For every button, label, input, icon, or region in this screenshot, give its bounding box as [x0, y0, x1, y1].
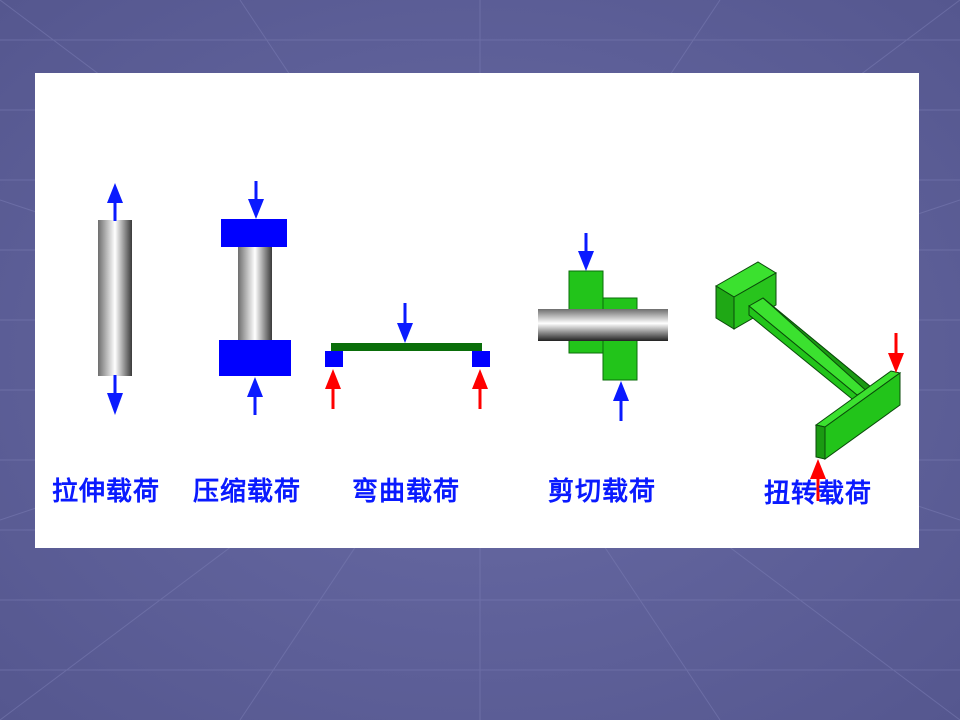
shear-arrow-up-icon: [613, 381, 629, 421]
shear-arrow-down-icon: [578, 233, 594, 271]
shear-label: 剪切载荷: [548, 477, 657, 507]
compression-arrow-down-icon: [248, 181, 264, 219]
bending-arrow-down-icon: [397, 303, 413, 343]
bending-right-support: [472, 351, 490, 367]
load-types-diagram: [98, 181, 904, 501]
compression-bottom-block: [219, 340, 291, 376]
diagram-panel: 拉伸载荷 压缩载荷 弯曲载荷 剪切载荷 扭转载荷: [35, 73, 919, 548]
bending-beam: [331, 343, 482, 351]
torsion-diagram: [715, 261, 904, 501]
tension-diagram: [98, 183, 132, 415]
torsion-shaft-front: [748, 304, 858, 405]
compression-arrow-up-icon: [247, 377, 263, 415]
compression-top-block: [221, 219, 287, 247]
bending-label: 弯曲载荷: [352, 477, 461, 507]
torsion-arrow-up-icon: [810, 459, 826, 501]
bending-left-reaction-arrow-icon: [325, 369, 341, 409]
tension-rod: [98, 220, 132, 376]
bending-left-support: [325, 351, 343, 367]
tension-label: 拉伸载荷: [52, 477, 161, 507]
torsion-bar-side: [824, 372, 901, 460]
torsion-left-block-side: [733, 272, 777, 330]
torsion-label: 扭转载荷: [764, 479, 873, 509]
tension-arrow-up-icon: [107, 183, 123, 221]
shear-diagram: [538, 233, 668, 421]
bending-right-reaction-arrow-icon: [472, 369, 488, 409]
tension-arrow-down-icon: [107, 375, 123, 415]
compression-diagram: [219, 181, 291, 415]
bending-diagram: [325, 303, 490, 409]
torsion-arrow-down-icon: [888, 333, 904, 373]
compression-rod: [238, 245, 272, 341]
torsion-shaft-side: [762, 297, 872, 397]
compression-label: 压缩载荷: [193, 477, 302, 507]
torsion-shaft-top: [748, 297, 872, 396]
torsion-bar-front: [815, 424, 826, 460]
shear-pin: [538, 309, 668, 341]
